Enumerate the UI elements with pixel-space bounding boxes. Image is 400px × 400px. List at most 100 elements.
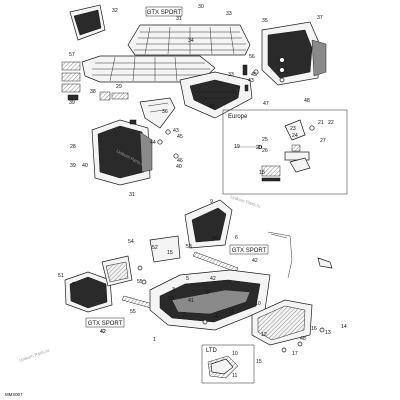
callout-number: 42 (100, 329, 106, 335)
left-side-box-part (64, 271, 113, 313)
ltd-detail-box: LTD (201, 344, 255, 384)
callouts-ltd-side: 15 (256, 359, 262, 365)
callout-number: 33 (226, 11, 232, 17)
gtx-sport-left-box: GTX SPORT 42 (85, 317, 125, 335)
left-case-part (91, 119, 153, 186)
callout-number: 51 (58, 273, 64, 279)
callout-number: 2 (183, 312, 186, 318)
callout-number: 12 (261, 332, 267, 338)
callout-number: 40 (82, 163, 88, 169)
callout-number: 24 (292, 133, 298, 139)
decal-stack-part (61, 61, 81, 101)
center-rack-part (179, 71, 253, 119)
drawing-id: MMS007 (5, 392, 23, 397)
gtx-sport-right-box: GTX SPORT 42 (229, 244, 269, 264)
callout-number: 36 (162, 109, 168, 115)
callout-number: 21 (318, 120, 324, 126)
callout-number: 52 (152, 245, 158, 251)
europe-label: Europe (228, 114, 248, 120)
callout-number: 11 (232, 373, 237, 379)
callout-number: 18 (259, 170, 265, 176)
upper-mat-part (127, 24, 251, 56)
callout-number: 42 (210, 276, 216, 282)
callout-number: 28 (70, 144, 76, 150)
callout-number: 31 (176, 16, 182, 22)
callout-number: 46 (209, 104, 215, 110)
callout-number: 1 (153, 337, 156, 343)
callout-number: 37 (317, 15, 323, 21)
callout-number: 30 (198, 4, 204, 10)
callout-number: 43 (173, 128, 179, 134)
gtx-sport-top-label: GTX SPORT (147, 10, 182, 16)
callout-number: 46 (177, 158, 183, 164)
lower-mat-part (81, 55, 216, 83)
callout-number: 50 (212, 236, 218, 242)
callout-number: 39 (69, 100, 75, 106)
main-body-part (149, 269, 271, 331)
tube-part (267, 231, 333, 279)
callout-number: 54 (128, 239, 134, 245)
watermark-3: Unikum Parts.ru (19, 347, 51, 363)
callout-number: 41 (188, 298, 194, 304)
callout-number: 20 (256, 145, 262, 151)
callout-number: 45 (251, 72, 257, 78)
hardware-left-part (129, 119, 179, 159)
gtx-sport-left-label: GTX SPORT (88, 321, 123, 327)
callout-number: 48 (304, 98, 310, 104)
callout-number: 3 (172, 287, 175, 293)
watermark-2: Unikum Parts.ru (230, 194, 262, 209)
right-case-part (261, 21, 327, 86)
callout-number: 23 (290, 126, 296, 132)
callout-number: 7 (72, 282, 75, 288)
callout-number: 5 (186, 276, 189, 282)
callout-number: 14 (341, 324, 347, 330)
callouts-ltd: 10 11 (232, 351, 238, 379)
callout-number: 31 (129, 192, 135, 198)
callout-number: 13 (325, 330, 331, 336)
callout-number: 6 (235, 235, 238, 241)
callout-number: 34 (188, 38, 194, 44)
callout-number: 26 (262, 148, 268, 154)
ltd-label: LTD (206, 348, 218, 354)
europe-detail-box: Europe (222, 109, 348, 195)
right-cover-part (251, 299, 313, 346)
callout-number: 10 (255, 301, 261, 307)
callout-number: 55 (130, 309, 136, 315)
callout-number: 47 (263, 101, 269, 107)
callout-number: 19 (234, 144, 240, 150)
callout-number: 35 (262, 18, 268, 24)
callout-number: 25 (262, 137, 268, 143)
callout-number: 11 (229, 309, 234, 315)
callout-number: 43 (248, 78, 254, 84)
callout-number: 53 (186, 244, 192, 250)
callout-number: 17 (292, 351, 298, 357)
callout-number: 55 (137, 279, 143, 285)
callout-number: 4 (215, 314, 218, 320)
callout-number: 8 (206, 290, 209, 296)
callout-number: 29 (116, 84, 122, 90)
callout-number: 15 (167, 250, 173, 256)
gtx-right-num: 42 (252, 258, 258, 264)
callout-number: 45 (177, 134, 183, 140)
gtx-left-num: 42 (100, 329, 106, 335)
callout-number: 10 (232, 351, 238, 357)
callout-number: 22 (328, 120, 334, 126)
callout-number: 39 (70, 163, 76, 169)
callout-number: 56 (249, 54, 255, 60)
callout-number: 57 (69, 52, 75, 58)
callout-number: 27 (320, 138, 326, 144)
bracket-3-part (101, 255, 133, 287)
gtx-sport-top-box: GTX SPORT (145, 6, 183, 17)
callout-number: 53 (168, 296, 174, 302)
callout-number: 38 (90, 89, 96, 95)
callout-number: 33 (228, 72, 234, 78)
bracket-34-part (139, 97, 176, 129)
callout-number: 15 (256, 359, 262, 365)
callout-number: 40 (176, 164, 182, 170)
hardware-right-part (242, 57, 285, 92)
callout-number: 16 (311, 326, 317, 332)
top-lid-part (69, 4, 106, 41)
